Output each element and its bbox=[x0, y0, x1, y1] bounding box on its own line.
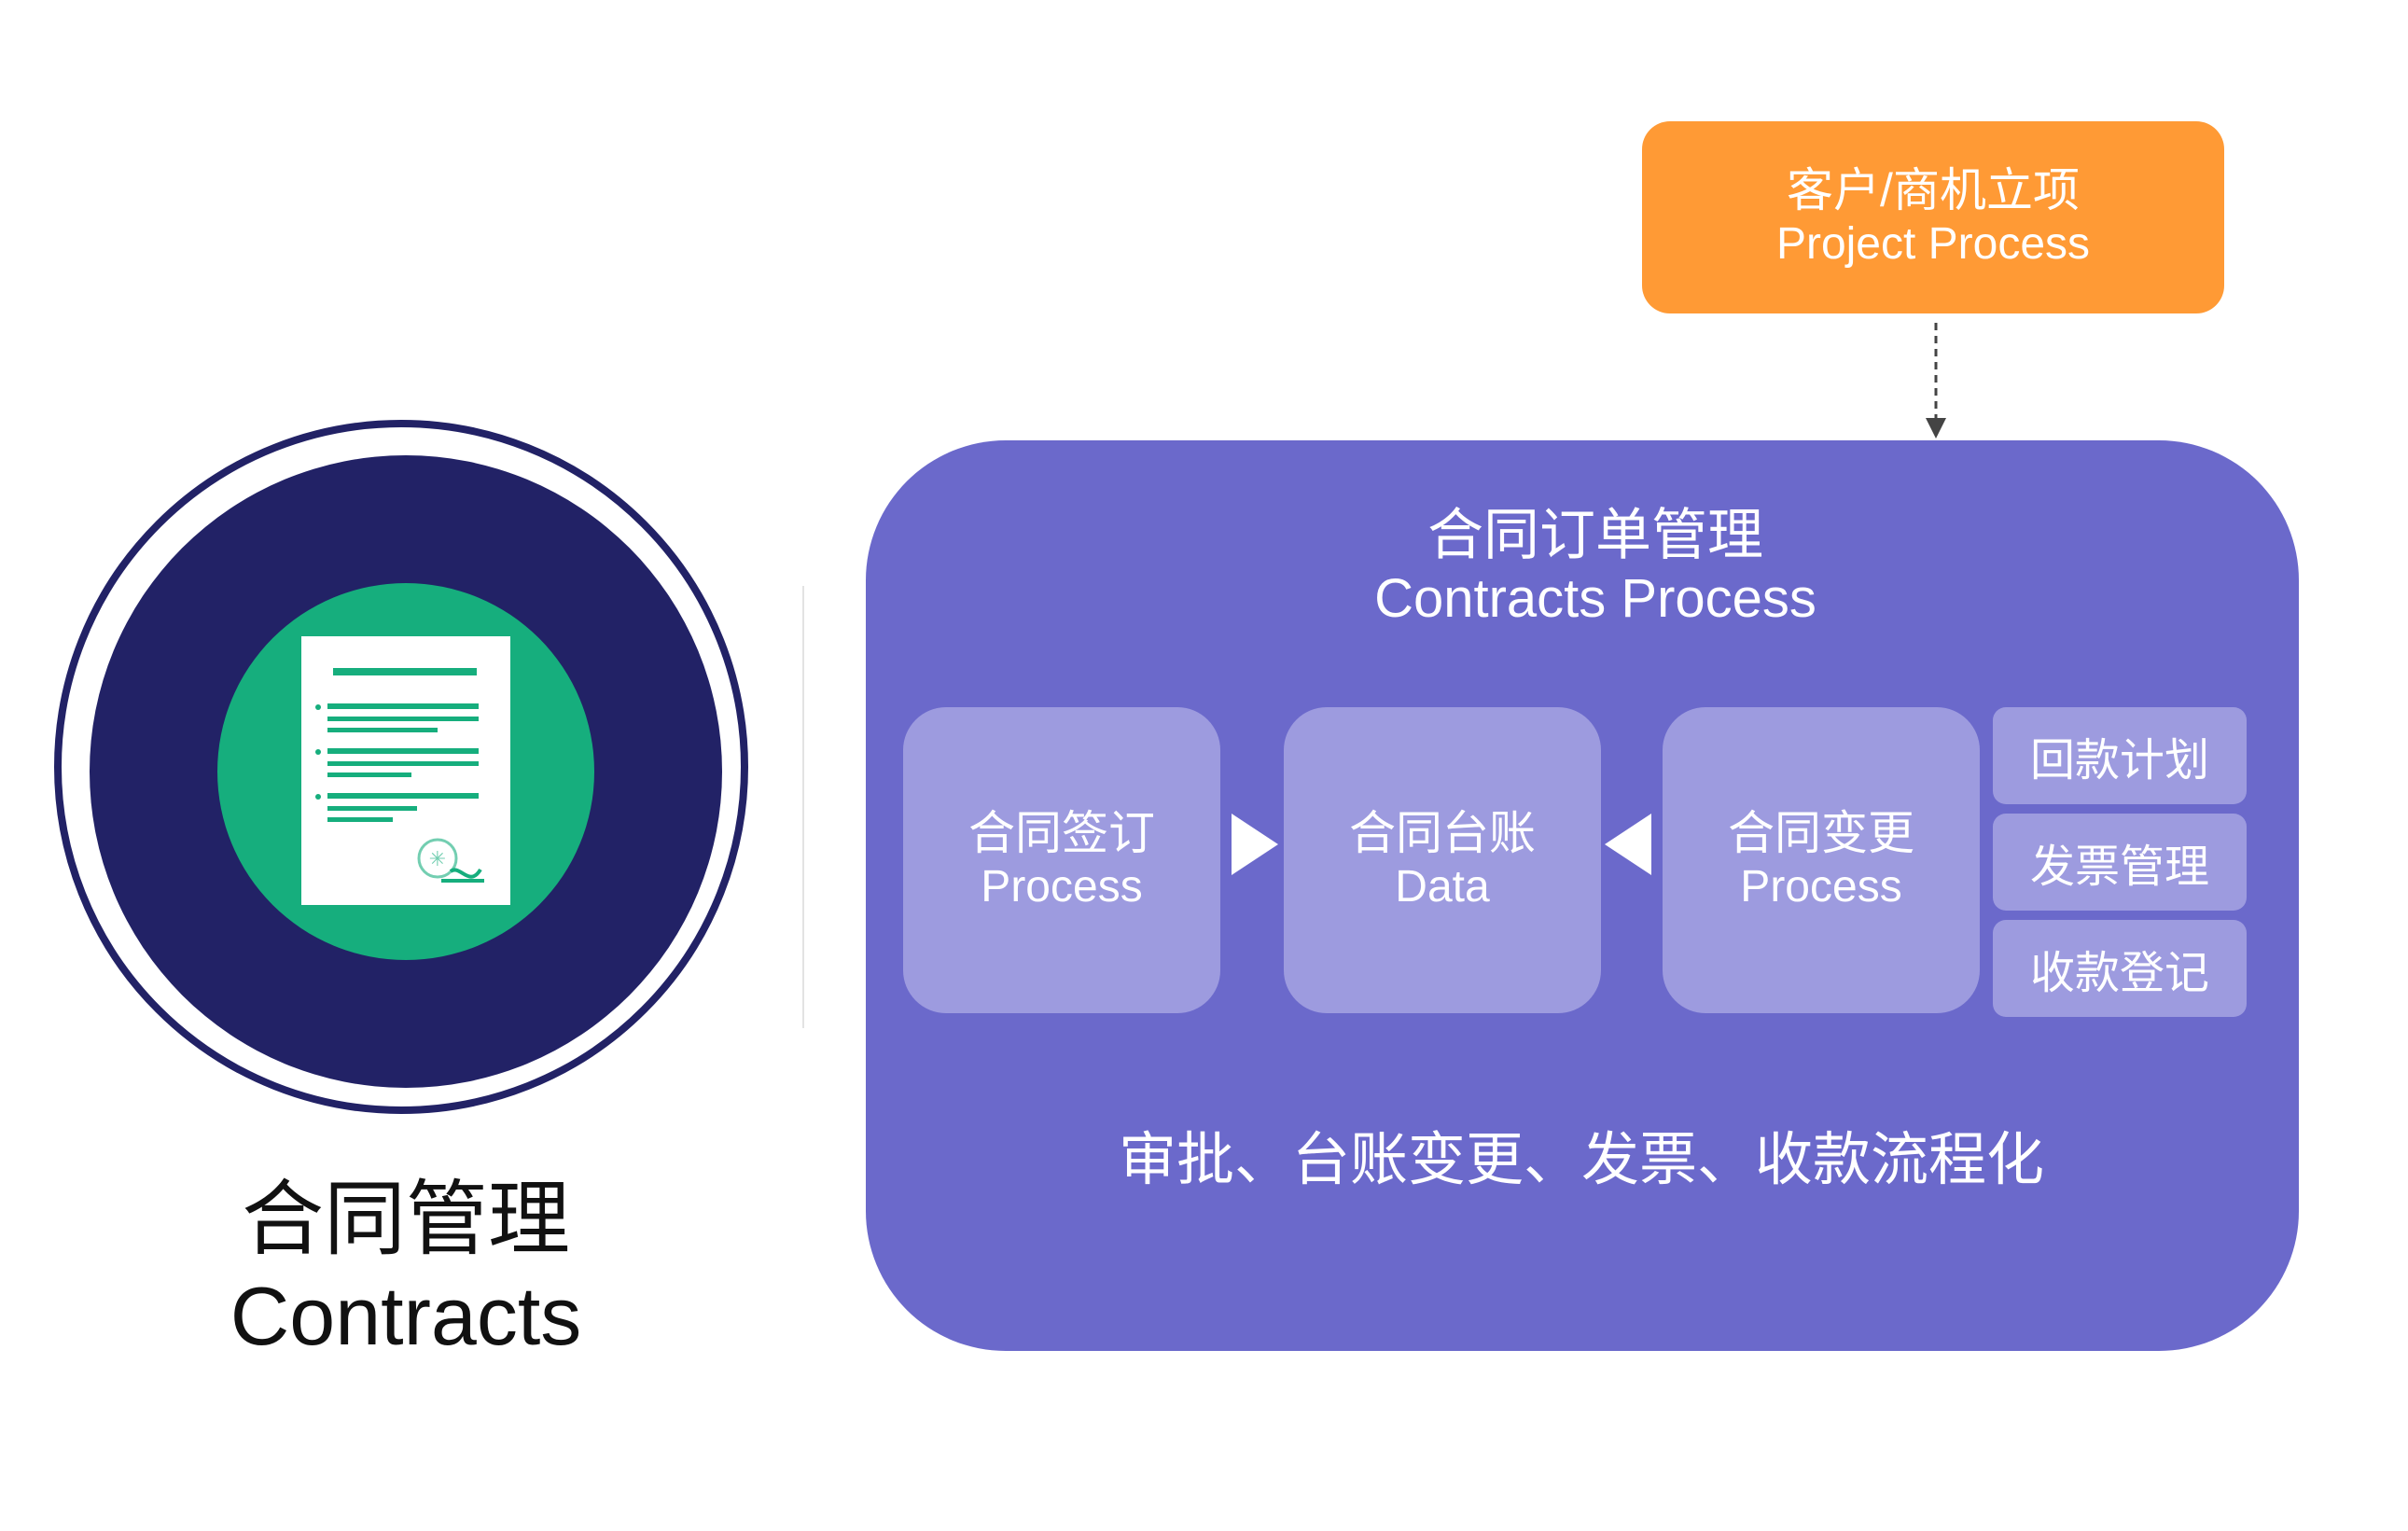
panel-footer-text: 审批、台账变更、发票、收款流程化 bbox=[1118, 1128, 2044, 1192]
project-process-box: 客户/商机立项 Project Process bbox=[1642, 121, 2224, 313]
panel-title: 合同订单管理 Contracts Process bbox=[1241, 504, 1950, 631]
panel-title-cn: 合同订单管理 bbox=[1427, 504, 1763, 566]
side-item-receipt-registration: 收款登记 bbox=[1993, 920, 2247, 1017]
step-contract-change: 合同变更 Process bbox=[1663, 707, 1980, 1013]
seal-stamp-icon: ✳ bbox=[417, 838, 484, 883]
step-label-cn: 合同台账 bbox=[1349, 807, 1536, 859]
contract-document-icon: ✳ bbox=[301, 636, 510, 905]
project-process-label-cn: 客户/商机立项 bbox=[1787, 164, 2080, 216]
step-contract-ledger: 合同台账 Data bbox=[1284, 707, 1601, 1013]
svg-text:✳: ✳ bbox=[429, 848, 446, 871]
step-label-en: Process bbox=[1740, 862, 1902, 912]
left-title-cn: 合同管理 bbox=[241, 1173, 570, 1265]
vertical-divider bbox=[802, 586, 804, 1028]
side-item-invoice-management: 发票管理 bbox=[1993, 814, 2247, 911]
outer-ring bbox=[54, 420, 748, 1114]
step-label-cn: 合同签订 bbox=[968, 807, 1155, 859]
step-label-cn: 合同变更 bbox=[1728, 807, 1914, 859]
step-label-en: Data bbox=[1395, 862, 1490, 912]
side-item-payment-plan: 回款计划 bbox=[1993, 707, 2247, 804]
project-process-label-en: Project Process bbox=[1775, 219, 2091, 269]
left-title: 合同管理 Contracts bbox=[121, 1171, 690, 1365]
panel-title-en: Contracts Process bbox=[1374, 568, 1816, 629]
dashed-arrow-icon bbox=[1926, 323, 1946, 438]
left-title-en: Contracts bbox=[230, 1270, 582, 1362]
arrow-right-icon bbox=[1232, 814, 1278, 875]
arrow-left-icon bbox=[1605, 814, 1651, 875]
step-contract-signing: 合同签订 Process bbox=[903, 707, 1220, 1013]
step-label-en: Process bbox=[981, 862, 1143, 912]
